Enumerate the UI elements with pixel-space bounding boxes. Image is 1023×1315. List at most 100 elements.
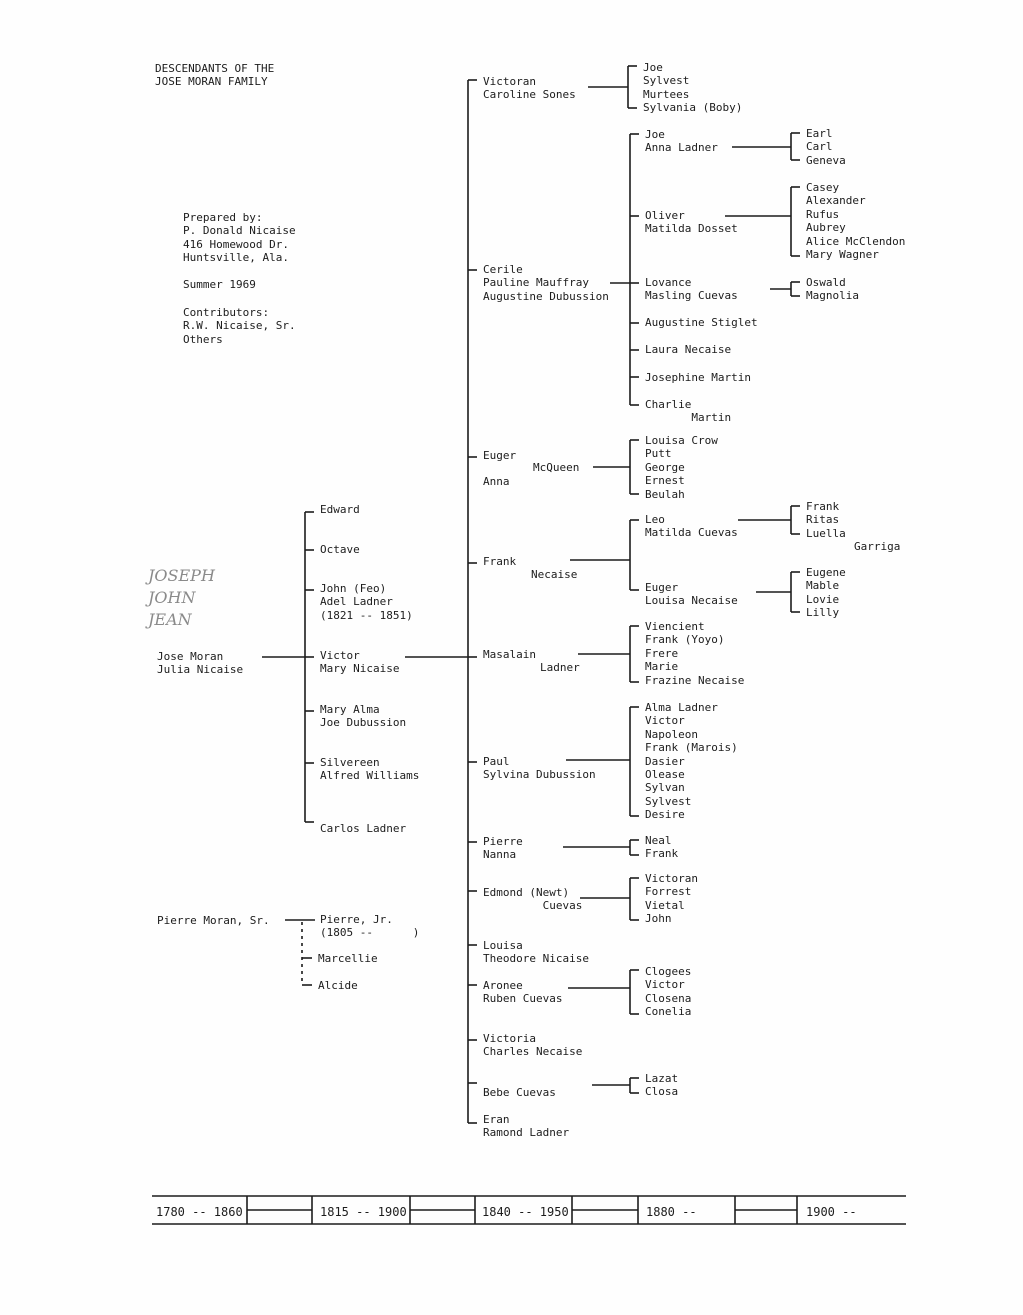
name-line: Forrest — [645, 885, 692, 899]
name-line: Sylvest — [643, 74, 690, 88]
name-line: Aronee — [483, 979, 523, 992]
name-line: Silvereen — [320, 756, 380, 769]
name-line: Lazat — [645, 1072, 679, 1085]
name-line: Augustine Stiglet — [645, 316, 758, 329]
name-line: Frank — [806, 500, 840, 513]
name-line: Beulah — [645, 487, 685, 501]
name-line: Magnolia — [806, 289, 859, 303]
name-line: Neal — [645, 834, 672, 847]
person-frank-necaise: Necaise — [531, 568, 578, 581]
name-line: Pierre, Jr. — [320, 913, 393, 926]
name-line: Frazine Necaise — [645, 673, 745, 687]
name-line: P. Donald Nicaise — [183, 224, 296, 238]
prepared-date: Summer 1969 — [183, 278, 256, 291]
name-line: Sylvania (Boby) — [643, 101, 743, 115]
name-line: George — [645, 460, 685, 474]
name-line: Aubrey — [806, 221, 846, 235]
name-line: Closa — [645, 1085, 679, 1099]
name-line: Oswald — [806, 276, 846, 289]
name-line: Matilda Dosset — [645, 222, 738, 236]
name-line: Others — [183, 332, 223, 346]
name-line: JOHN — [148, 588, 196, 607]
name-line: Eugene — [806, 566, 846, 579]
name-line: Masling Cuevas — [645, 289, 738, 303]
name-line: 416 Homewood Dr. — [183, 237, 289, 251]
name-line: Victor — [645, 714, 685, 728]
name-line: Augustine Dubussion — [483, 289, 609, 303]
name-line: Geneva — [806, 153, 846, 167]
name-line: Louisa Necaise — [645, 594, 738, 608]
name-line: Josephine Martin — [645, 371, 751, 384]
person-pierre-jr: Pierre, Jr.(1805 -- ) — [320, 913, 419, 940]
name-line: Edmond (Newt) — [483, 886, 570, 899]
name-line: Lovie — [806, 592, 840, 606]
name-line: Julia Nicaise — [157, 663, 244, 677]
name-line: Anna Ladner — [645, 141, 718, 155]
name-line: Joe — [645, 128, 665, 141]
person-edward: Edward — [320, 503, 360, 516]
person-euger-mcqueen: McQueen — [533, 461, 580, 474]
person-euger-anna: Anna — [483, 475, 510, 488]
name-line: Paul — [483, 755, 510, 768]
name-line: Louisa — [483, 939, 523, 952]
name-line: Alice McClendon — [806, 234, 906, 248]
name-line: Napoleon — [645, 727, 698, 741]
name-line: DESCENDANTS OF THE — [155, 62, 275, 75]
name-line: Theodore Nicaise — [483, 952, 589, 966]
person-edmond-newt: Edmond (Newt) Cuevas — [483, 886, 582, 913]
name-line: Euger — [645, 581, 679, 594]
name-line: Pauline Mauffray — [483, 276, 589, 290]
name-line: Mary Nicaise — [320, 662, 400, 676]
name-line: R.W. Nicaise, Sr. — [183, 319, 296, 333]
name-line: Victoran — [483, 75, 536, 88]
person-john-feo: John (Feo)Adel Ladner(1821 -- 1851) — [320, 582, 413, 622]
name-line: Sylvan — [645, 781, 685, 795]
name-line: Conelia — [645, 1005, 692, 1019]
name-line: Ritas — [806, 513, 840, 527]
name-line: Eran — [483, 1113, 510, 1126]
name-line: Matilda Cuevas — [645, 526, 738, 540]
person-masalain-ladner: Ladner — [540, 661, 580, 674]
name-line: JEAN — [148, 610, 192, 629]
name-line: Prepared by: — [183, 211, 263, 224]
name-line: Dasier — [645, 754, 685, 768]
name-line: Marie — [645, 660, 679, 674]
name-line: Olease — [645, 767, 685, 781]
name-line: Earl — [806, 127, 833, 140]
name-line: Cerile — [483, 263, 523, 276]
name-line: Desire — [645, 808, 685, 822]
person-euger-name: Euger — [483, 449, 517, 462]
person-carlos-ladner: Carlos Ladner — [320, 822, 406, 835]
name-line: Ramond Ladner — [483, 1126, 570, 1140]
name-line: Huntsville, Ala. — [183, 251, 289, 265]
person-frank-name: Frank — [483, 555, 517, 568]
name-line: Leo — [645, 513, 665, 526]
name-line: Ernest — [645, 474, 685, 488]
timeline-period-4: 1880 -- — [646, 1205, 697, 1219]
name-line: Putt — [645, 447, 672, 461]
name-line: Bebe Cuevas — [483, 1086, 556, 1099]
name-line: Caroline Sones — [483, 88, 576, 102]
name-line: Victoran — [645, 872, 698, 885]
name-line: Casey — [806, 181, 840, 194]
name-line: Alexander — [806, 194, 866, 208]
name-line: Martin — [645, 411, 732, 425]
